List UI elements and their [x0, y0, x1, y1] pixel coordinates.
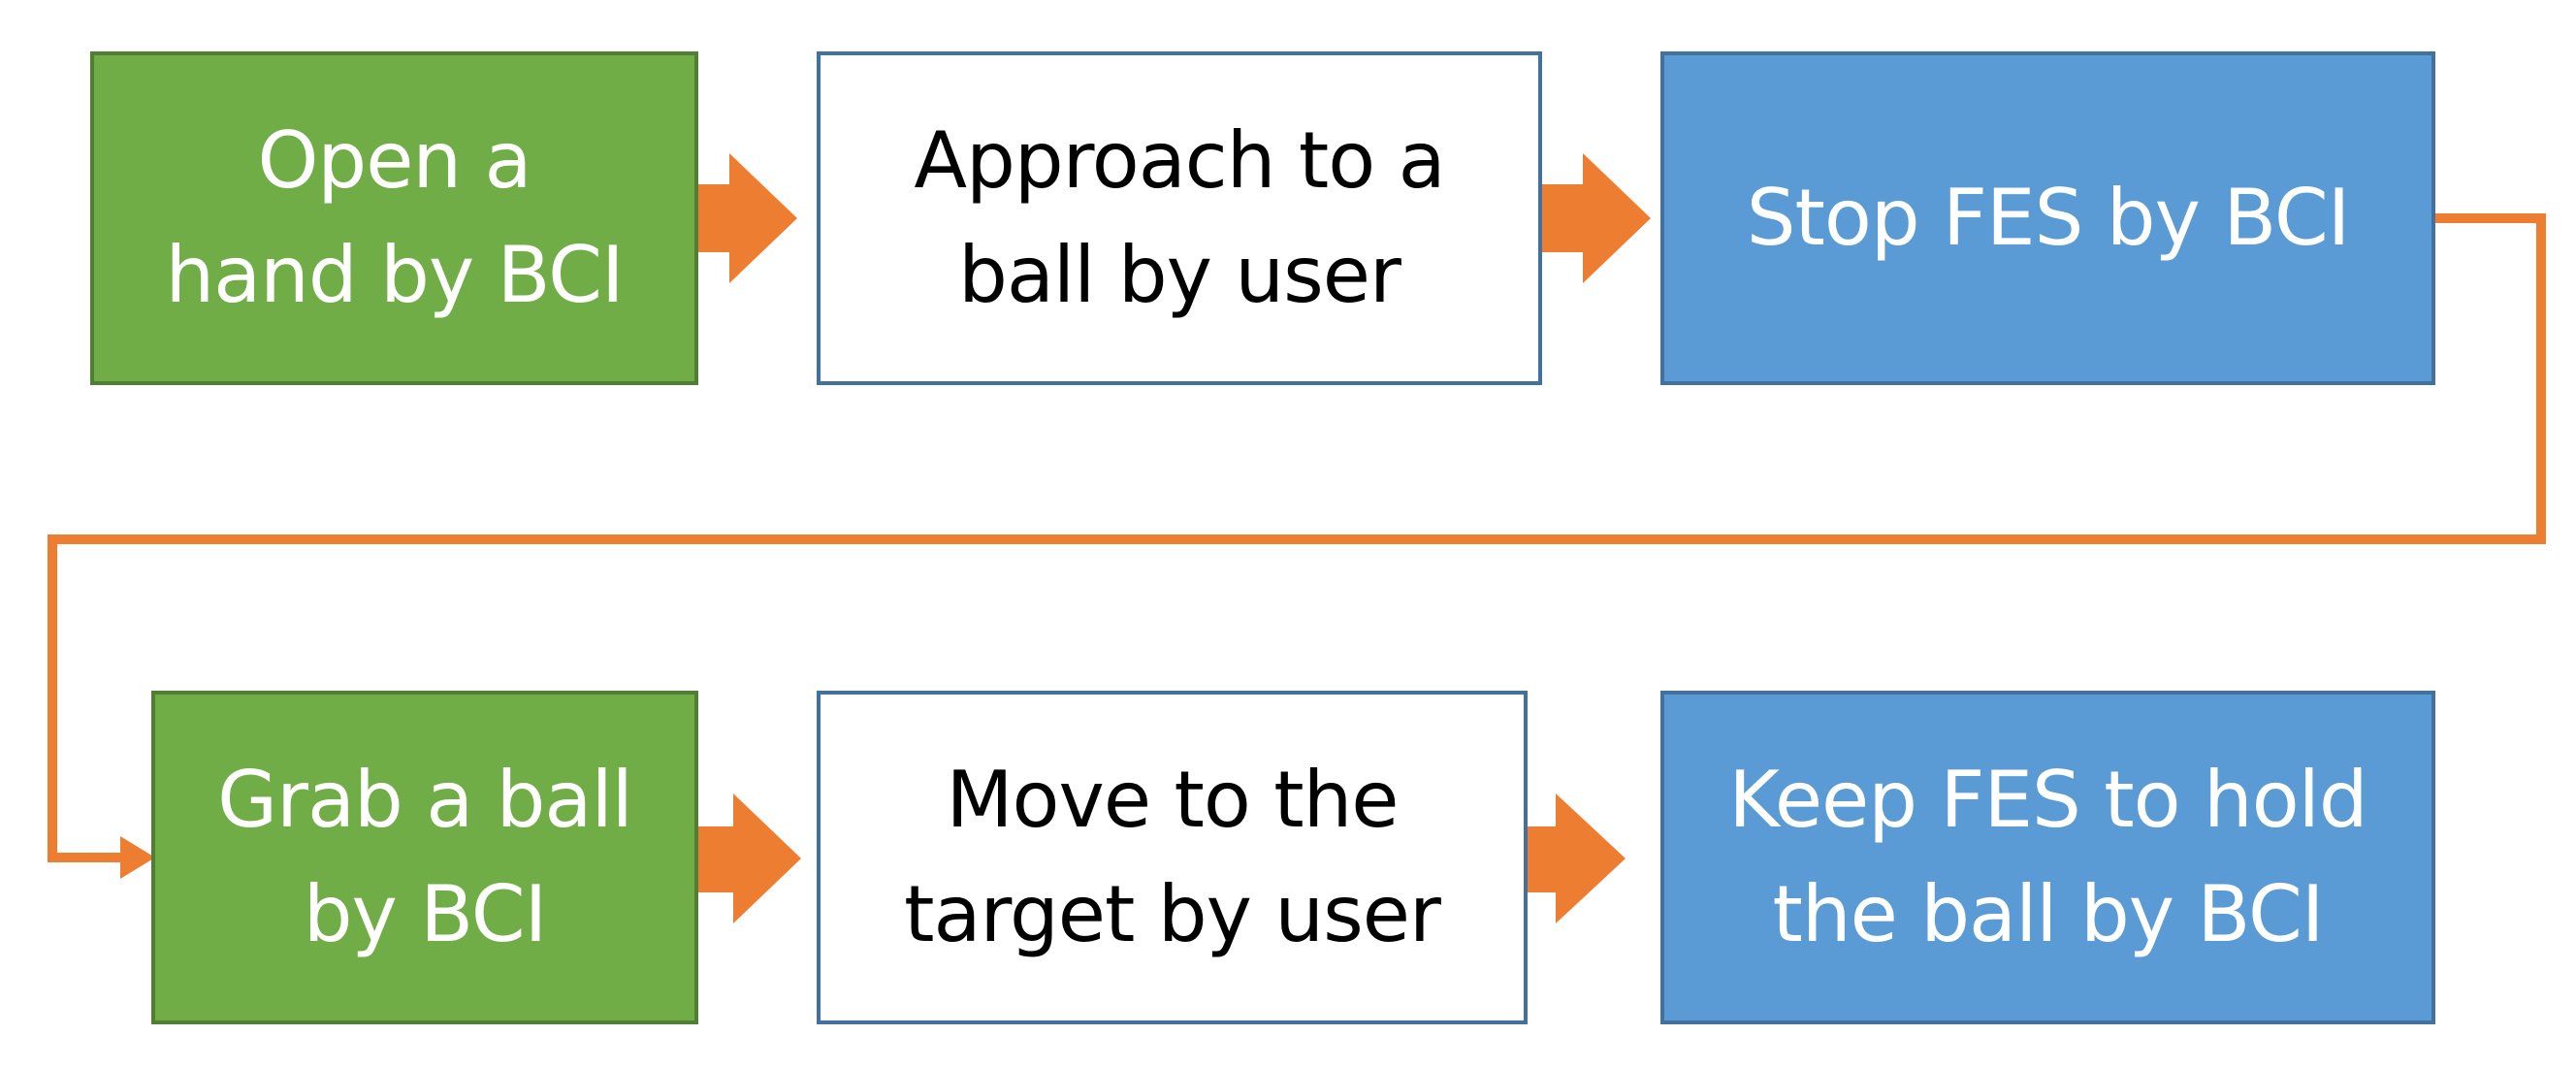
step-text-line: Keep FES to hold — [1728, 755, 2367, 845]
step-keep-fes-hold-ball-by-bci: Keep FES to hold the ball by BCI — [1660, 691, 2435, 1024]
step-grab-ball-by-bci: Grab a ball by BCI — [151, 691, 698, 1024]
step-text-line: Grab a ball — [217, 755, 633, 845]
connector-arrowhead — [120, 836, 155, 879]
step-text-line: the ball by BCI — [1772, 869, 2325, 959]
step-text-line: Open a — [257, 115, 531, 206]
step-text-line: hand by BCI — [165, 230, 624, 320]
step-open-hand-by-bci: Open a hand by BCI — [90, 51, 698, 385]
step-text-line: ball by user — [958, 230, 1401, 320]
step-text-line: Approach to a — [914, 115, 1445, 206]
step-approach-ball-by-user: Approach to a ball by user — [817, 51, 1542, 385]
step-text-line: target by user — [904, 869, 1441, 959]
step-text-line: by BCI — [303, 869, 547, 959]
step-text-line: Move to the — [946, 755, 1400, 845]
connector-step3-to-step4 — [48, 213, 2546, 862]
step-stop-fes-by-bci: Stop FES by BCI — [1660, 51, 2435, 385]
step-move-to-target-by-user: Move to the target by user — [817, 691, 1528, 1024]
step-text-line: Stop FES by BCI — [1746, 173, 2351, 263]
